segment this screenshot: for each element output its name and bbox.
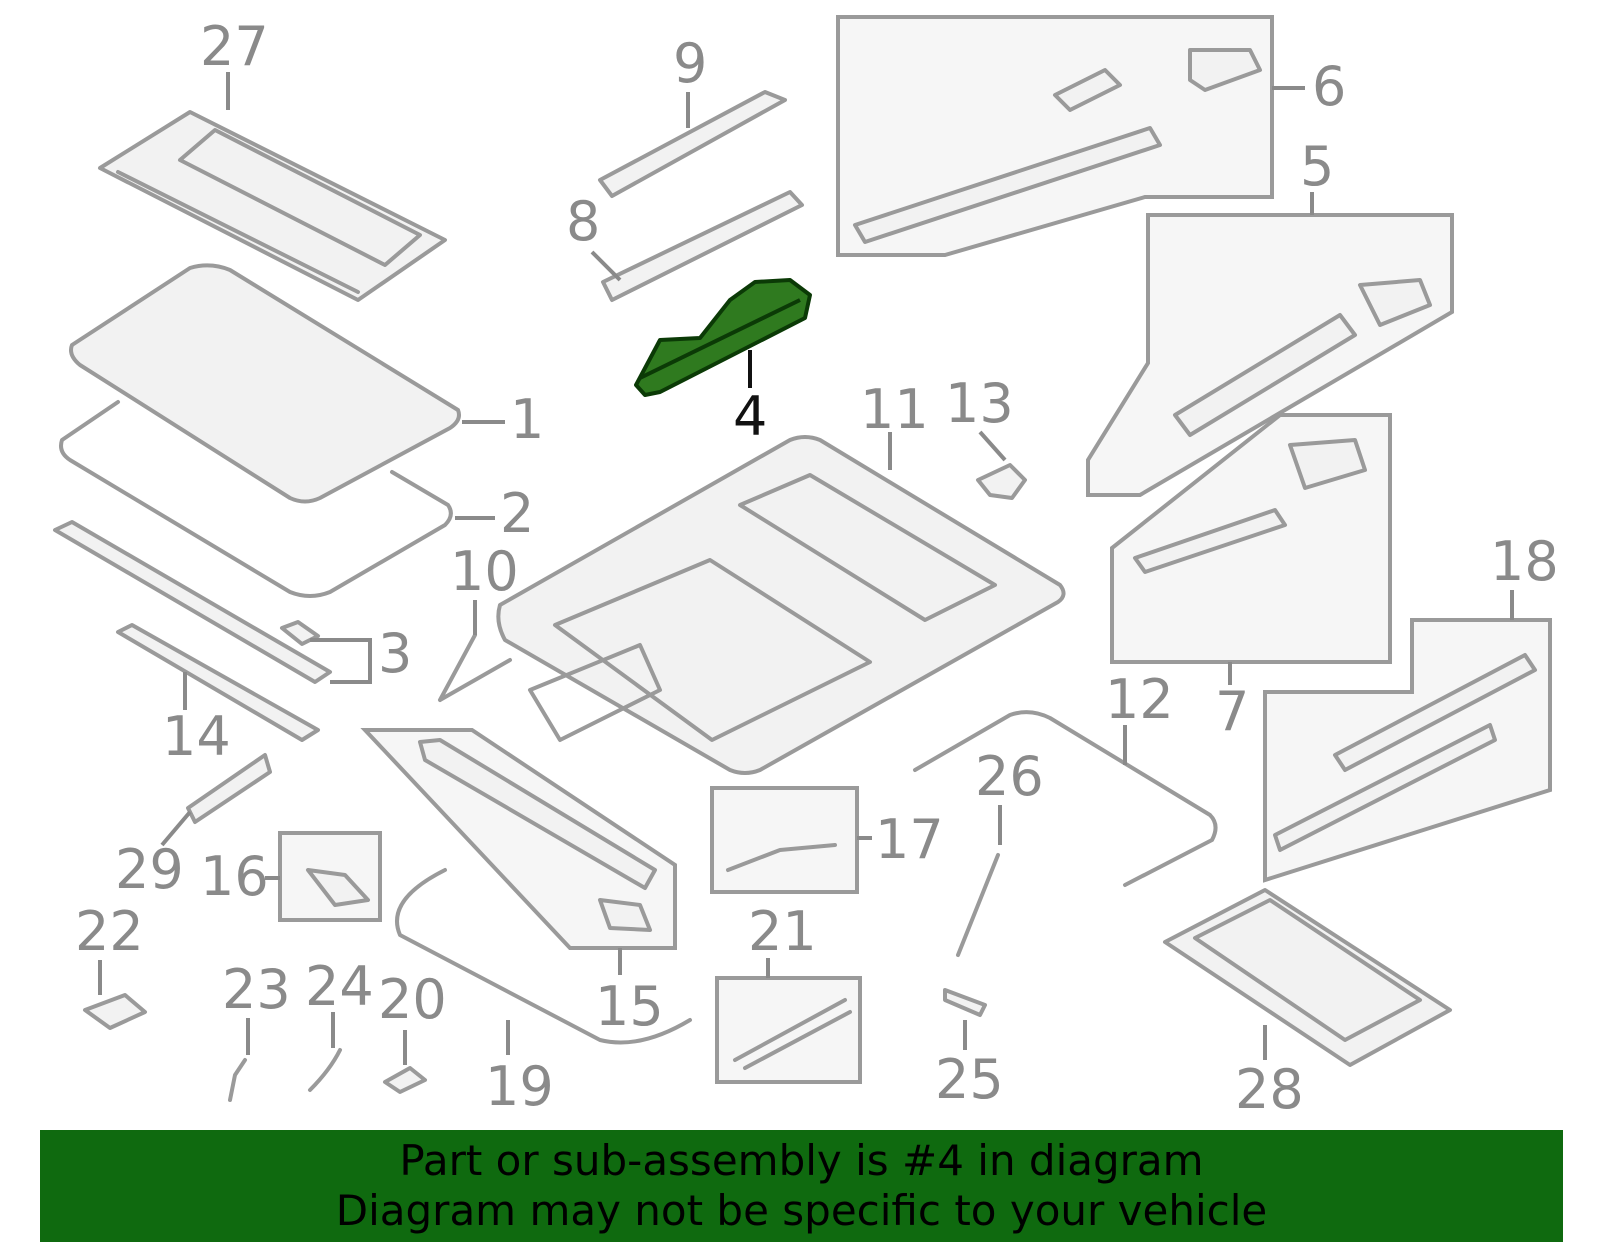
part-7-assembly-box[interactable]: [1110, 413, 1392, 664]
banner-line-2: Diagram may not be specific to your vehi…: [335, 1186, 1268, 1235]
part-23-pin[interactable]: [228, 1058, 247, 1102]
label-17: 17: [875, 808, 944, 871]
label-25: 25: [935, 1048, 1004, 1111]
label-10: 10: [450, 540, 519, 603]
part-19-cable-assembly[interactable]: [395, 868, 692, 1045]
label-12: 12: [1105, 668, 1174, 731]
part-21-assembly-box[interactable]: [715, 976, 862, 1084]
part-10-bracket[interactable]: [438, 633, 512, 702]
part-1-glass-panel[interactable]: [69, 263, 461, 504]
part-13-clip[interactable]: [976, 463, 1027, 500]
leader-29: [160, 810, 192, 847]
label-8: 8: [566, 190, 600, 253]
banner-line-1: Part or sub-assembly is #4 in diagram: [399, 1136, 1204, 1185]
label-28: 28: [1235, 1058, 1304, 1121]
part-15-assembly-box[interactable]: [360, 728, 677, 950]
label-14: 14: [162, 705, 231, 768]
label-6: 6: [1312, 55, 1346, 118]
part-18-assembly-box[interactable]: [1263, 618, 1552, 883]
label-26: 26: [975, 745, 1044, 808]
leader-13: [978, 430, 1007, 462]
label-23: 23: [222, 958, 291, 1021]
leader-3: [310, 638, 372, 684]
part-11-frame[interactable]: [496, 435, 1066, 775]
part-25-retainer[interactable]: [943, 988, 987, 1017]
label-27: 27: [200, 15, 269, 78]
label-20: 20: [378, 968, 447, 1031]
part-22-clip[interactable]: [83, 993, 147, 1030]
label-9: 9: [673, 32, 707, 95]
part-16-assembly-box[interactable]: [278, 831, 382, 922]
part-24-spring[interactable]: [308, 1048, 342, 1092]
label-18: 18: [1490, 530, 1559, 593]
part-29-bracket[interactable]: [186, 753, 272, 824]
part-9-guide-rail[interactable]: [598, 90, 787, 198]
label-7: 7: [1215, 680, 1249, 743]
label-16: 16: [200, 845, 269, 908]
part-12-seal[interactable]: [913, 710, 1218, 887]
label-1: 1: [510, 388, 544, 451]
info-banner: Part or sub-assembly is #4 in diagram Di…: [40, 1130, 1563, 1242]
part-2-seal[interactable]: [59, 400, 453, 598]
part-3-wind-deflector[interactable]: [53, 520, 332, 684]
part-6-assembly-box[interactable]: [836, 15, 1274, 257]
label-21: 21: [748, 900, 817, 963]
leader-8: [590, 250, 622, 282]
label-5: 5: [1300, 135, 1334, 198]
part-14-rail[interactable]: [116, 623, 320, 742]
part-5-assembly-box[interactable]: [1086, 213, 1454, 497]
part-4-highlighted[interactable]: [634, 278, 812, 397]
part-28-panel[interactable]: [1163, 888, 1452, 1067]
label-22: 22: [75, 900, 144, 963]
label-4: 4: [733, 385, 767, 448]
label-15: 15: [595, 975, 664, 1038]
label-19: 19: [485, 1055, 554, 1118]
label-13: 13: [945, 372, 1014, 435]
part-27-sunshade[interactable]: [98, 110, 447, 302]
part-20-clip[interactable]: [383, 1066, 427, 1094]
part-26-rod[interactable]: [956, 853, 1000, 957]
label-3: 3: [378, 622, 412, 685]
label-29: 29: [115, 838, 184, 901]
label-24: 24: [305, 955, 374, 1018]
label-2: 2: [500, 482, 534, 545]
part-8-guide-rail[interactable]: [601, 190, 804, 302]
part-17-assembly-box[interactable]: [710, 786, 859, 894]
label-11: 11: [860, 378, 929, 441]
